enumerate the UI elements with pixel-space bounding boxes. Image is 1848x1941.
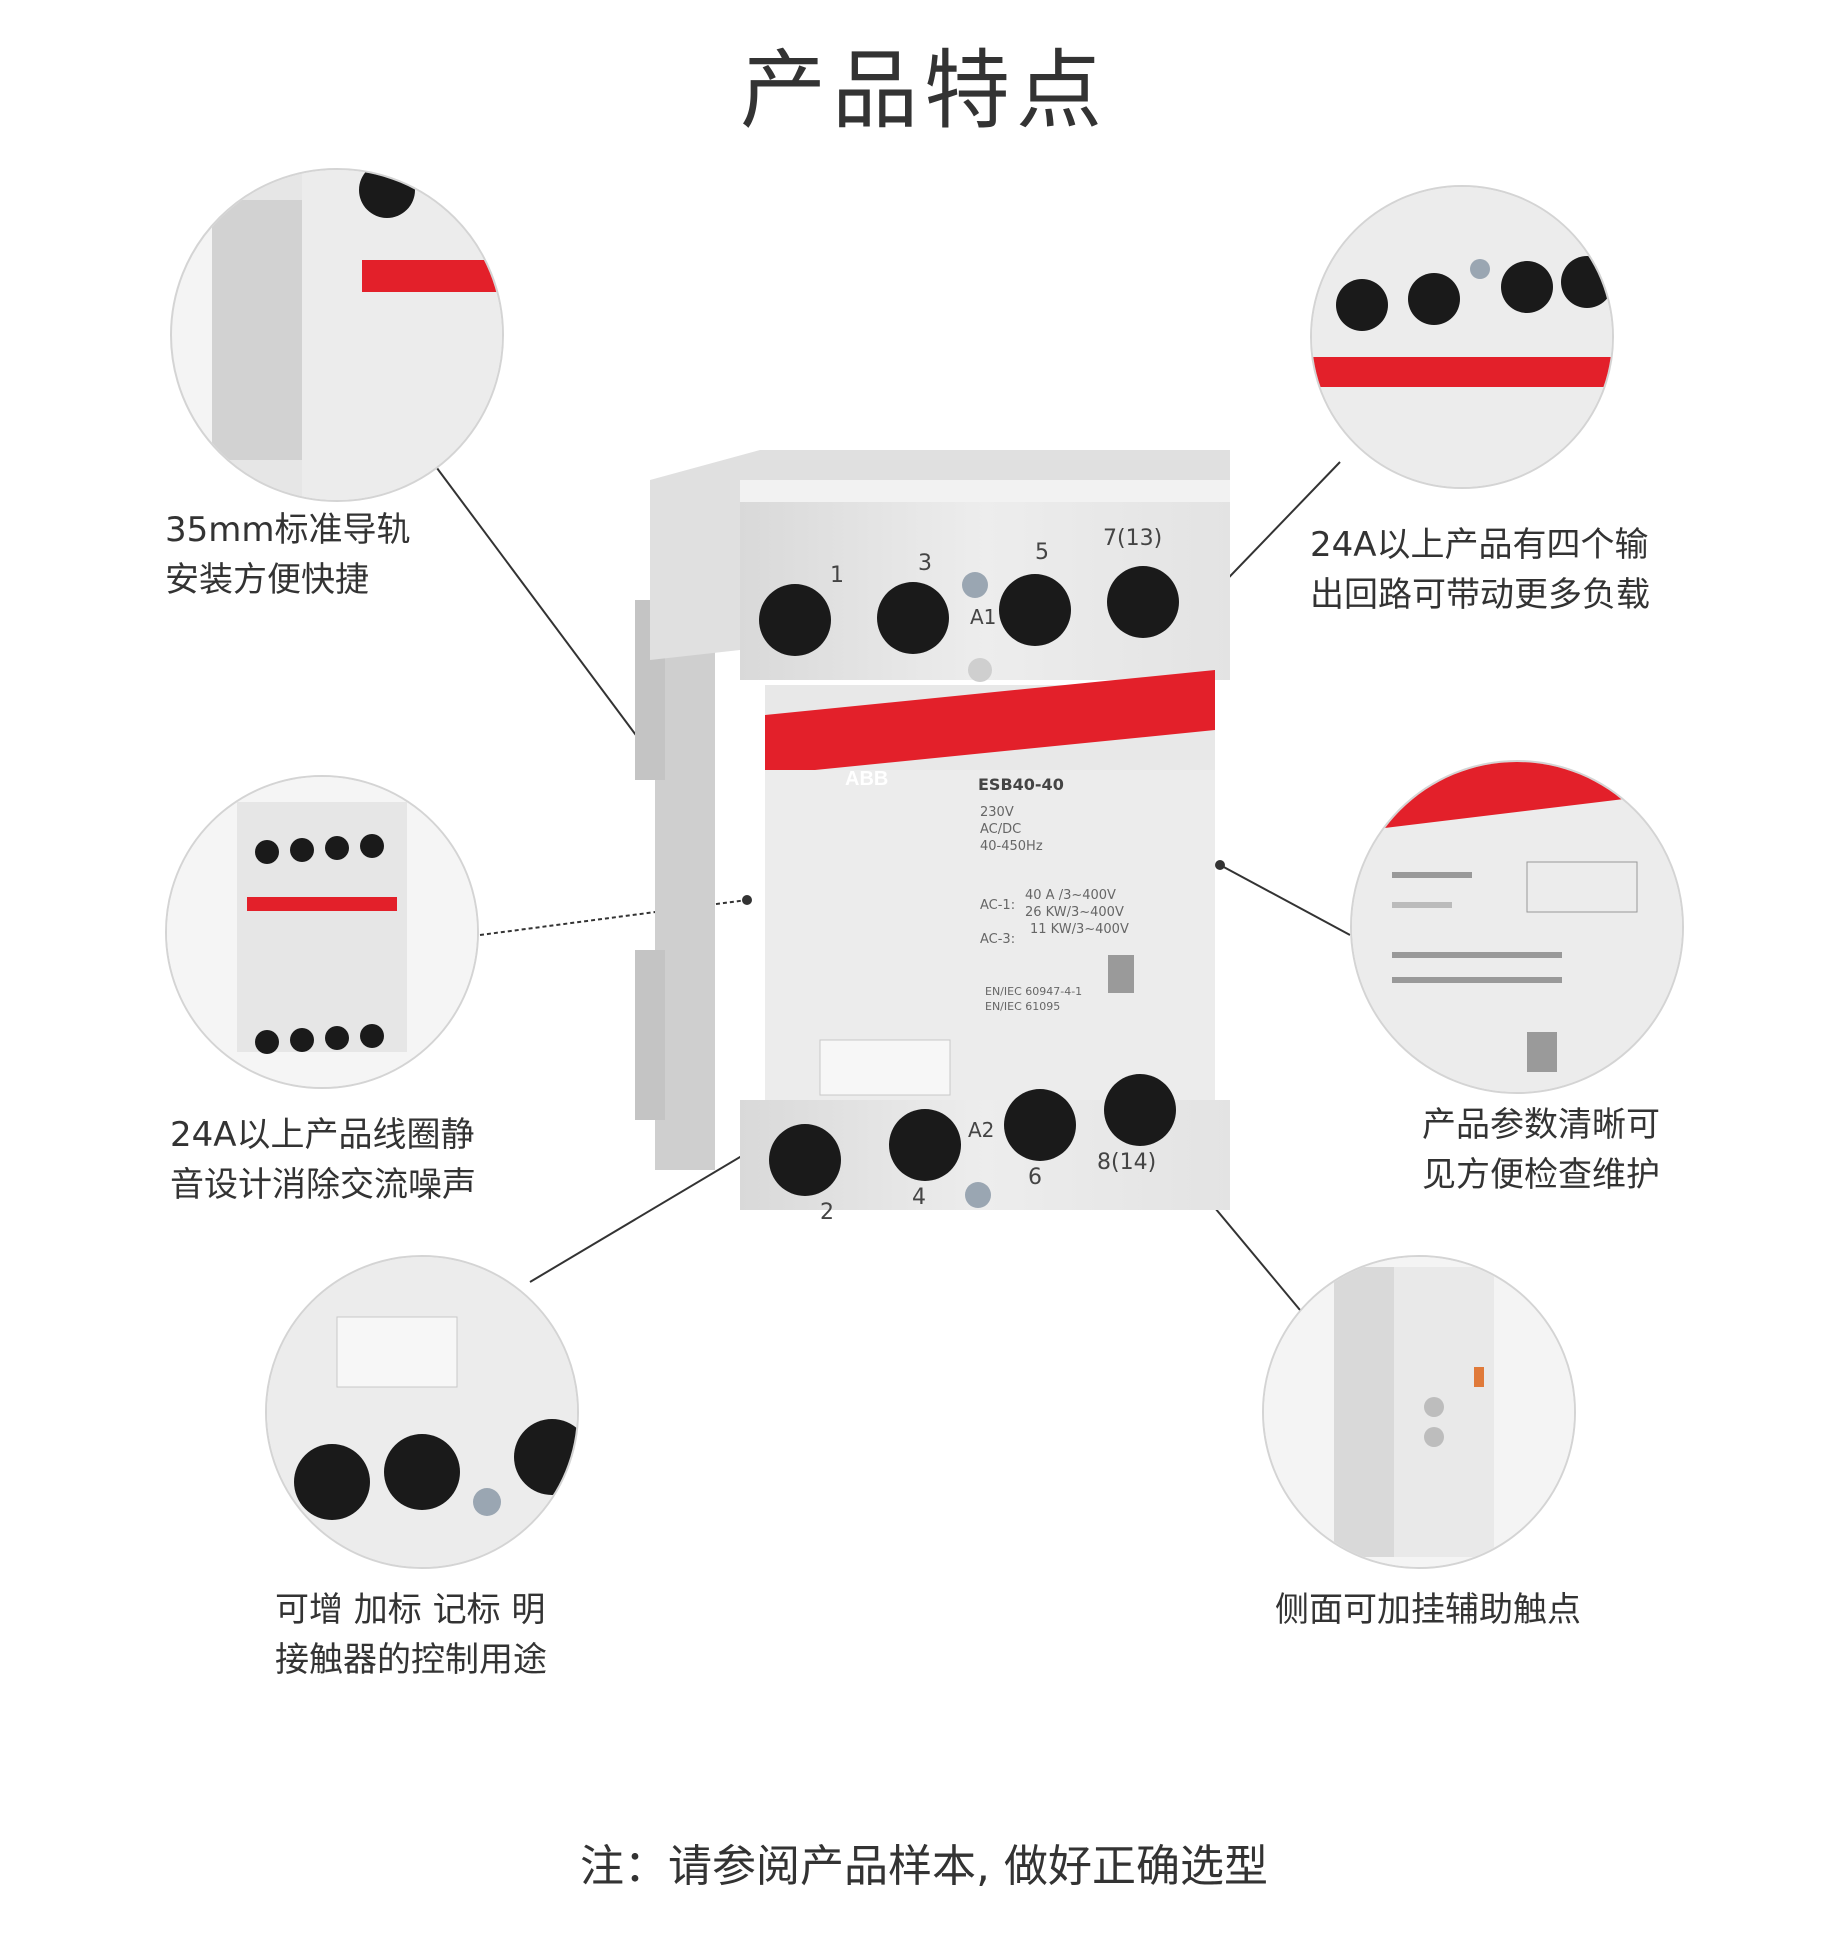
zoom-circle-auxiliary	[1262, 1255, 1576, 1569]
caption-auxiliary: 侧面可加挂辅助触点	[1275, 1585, 1581, 1635]
zoom-circle-silent-coil	[165, 775, 479, 1089]
terminal-label-4: 4	[912, 1185, 926, 1210]
product-ac1-label: AC-1:	[980, 898, 1016, 913]
product-spec-acdc: AC/DC	[980, 822, 1022, 837]
product-model: ESB40-40	[978, 775, 1064, 794]
caption-outputs-line-2: 出回路可带动更多负载	[1310, 575, 1650, 615]
zoom-circle-din-rail	[170, 168, 504, 502]
terminal-label-5: 5	[1035, 540, 1049, 565]
terminal-label-a2: A2	[968, 1118, 995, 1142]
caption-parameters-line-2: 见方便检查维护	[1422, 1155, 1660, 1195]
caption-marking: 可增 加标 记标 明 接触器的控制用途	[275, 1585, 547, 1685]
terminal-label-3: 3	[918, 551, 932, 576]
caption-din-rail-line-2: 安装方便快捷	[165, 560, 369, 600]
zoom-circle-parameters	[1350, 760, 1684, 1094]
top-terminal-holes	[759, 566, 1179, 682]
product-spec-voltage: 230V	[980, 805, 1014, 820]
caption-marking-line-2: 接触器的控制用途	[275, 1640, 547, 1680]
terminal-label-8: 8(14)	[1097, 1150, 1157, 1175]
zoom-circle-outputs	[1310, 185, 1614, 489]
product-standard-2: EN/IEC 61095	[985, 1000, 1061, 1013]
product-ac3-power: 11 KW/3~400V	[1030, 922, 1129, 937]
terminal-label-1: 1	[830, 563, 844, 588]
bottom-terminal-holes	[769, 1074, 1176, 1208]
zoom-circle-marking	[265, 1255, 579, 1569]
caption-silent-coil: 24A以上产品线圈静 音设计消除交流噪声	[170, 1110, 476, 1210]
caption-outputs: 24A以上产品有四个输 出回路可带动更多负载	[1310, 520, 1650, 620]
product-ac1-power: 26 KW/3~400V	[1025, 905, 1124, 920]
terminal-label-6: 6	[1028, 1165, 1042, 1190]
caption-parameters: 产品参数清晰可 见方便检查维护	[1422, 1100, 1660, 1200]
caption-din-rail-line-1: 35mm标准导轨	[165, 510, 411, 550]
terminal-label-2: 2	[820, 1200, 834, 1225]
caption-parameters-line-1: 产品参数清晰可	[1422, 1105, 1660, 1145]
caption-din-rail: 35mm标准导轨 安装方便快捷	[165, 505, 411, 605]
terminal-label-a1: A1	[970, 605, 997, 629]
product-ac3-label: AC-3:	[980, 932, 1016, 947]
product-spec-frequency: 40-450Hz	[980, 839, 1043, 854]
selection-note: 注：请参阅产品样本, 做好正确选型	[580, 1841, 1268, 1892]
caption-silent-coil-line-1: 24A以上产品线圈静	[170, 1115, 475, 1155]
caption-outputs-line-1: 24A以上产品有四个输	[1310, 525, 1649, 565]
caption-marking-line-1: 可增 加标 记标 明	[275, 1590, 546, 1630]
product-brand-logo: ABB	[845, 768, 889, 790]
product-ac1-current: 40 A /3~400V	[1025, 888, 1116, 903]
terminal-label-7: 7(13)	[1103, 526, 1163, 551]
contactor-product-image	[630, 440, 1250, 1260]
page-title: 产品特点	[740, 41, 1108, 141]
caption-auxiliary-line-1: 侧面可加挂辅助触点	[1275, 1590, 1581, 1630]
caption-silent-coil-line-2: 音设计消除交流噪声	[170, 1165, 476, 1205]
product-standard-1: EN/IEC 60947-4-1	[985, 985, 1083, 998]
